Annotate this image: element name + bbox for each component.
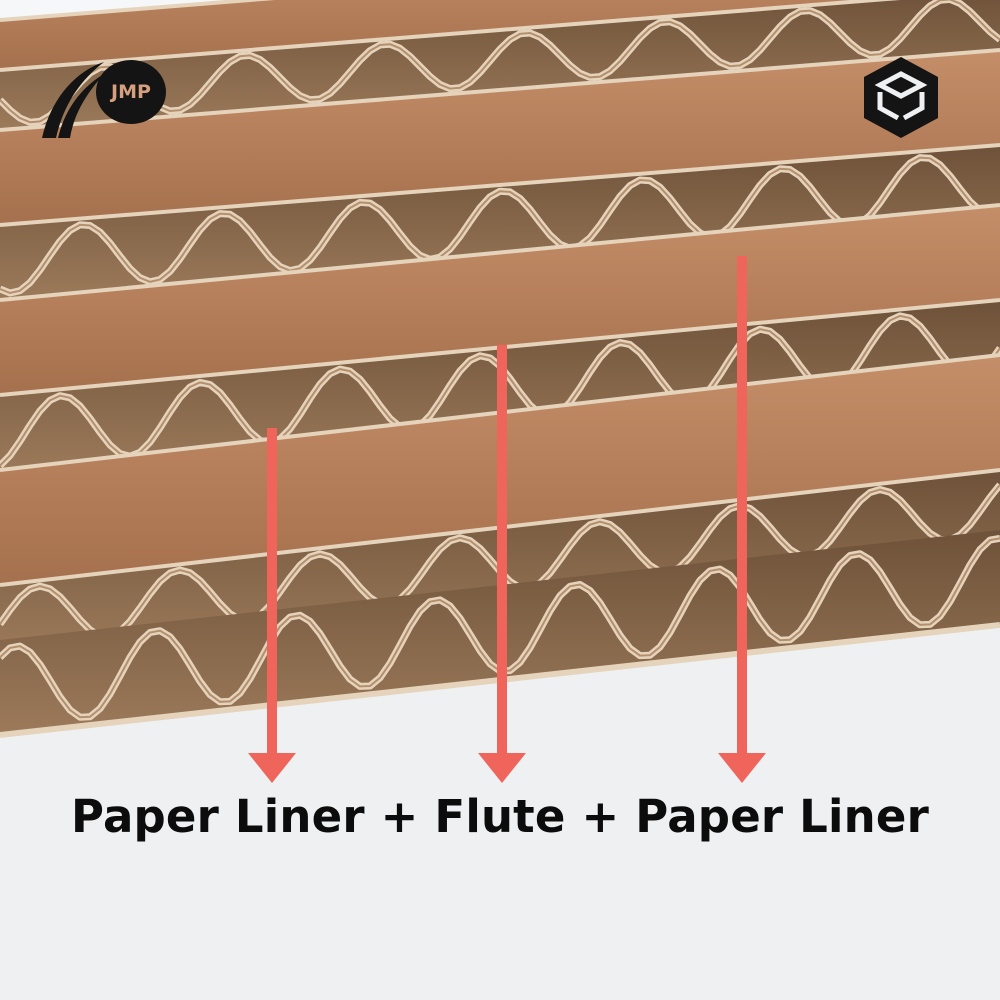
liner-edge-top [0,48,1000,132]
flute-cavity-band [0,0,1000,130]
arrow-shaft [497,345,507,757]
arrow-shaft [737,256,747,757]
liner-edge-top [0,0,276,22]
flute-wave-shade [0,0,1000,124]
arrow-head [478,753,526,783]
box-logo [856,52,946,142]
liner-edge-bottom [0,0,901,72]
liner-edge-top [0,203,1000,302]
down-arrow-icon [248,428,296,783]
arrows-group [248,256,766,783]
arrow-head [248,753,296,783]
caption-label: Paper Liner + Flute + Paper Liner [70,790,930,843]
arrow-head [718,753,766,783]
white-surface [0,628,1000,1000]
logo-text: JMP [96,60,166,124]
flute-wave-shade [0,156,1000,295]
leaf-swoosh-logo-icon [42,62,104,138]
paper-liner-band [0,50,1000,225]
paper-liner-band [0,205,1000,395]
down-arrow-icon [718,256,766,783]
liner-edge-bottom [0,143,1000,227]
arrow-shaft [267,428,277,757]
isometric-box-logo-icon [864,57,938,138]
flute-cavity-band [0,145,1000,300]
jmp-logo: JMP [38,52,172,142]
down-arrow-icon [478,345,526,783]
